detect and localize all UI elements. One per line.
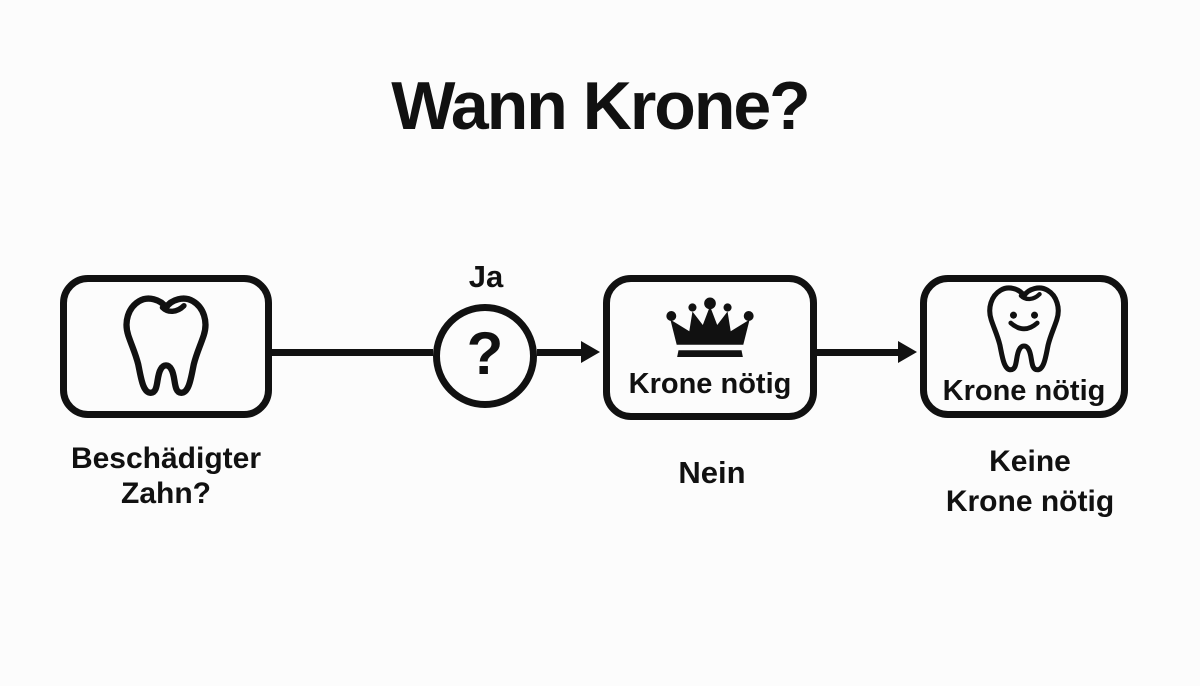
result-node-label: Krone nötig: [942, 375, 1106, 407]
yes-label: Ja: [468, 259, 504, 294]
page-title: Wann Krone?: [391, 68, 810, 144]
edge-crown-to-result: [817, 349, 901, 356]
happy-tooth-icon: [985, 284, 1063, 376]
result-node-caption: Keine Krone nötig: [880, 442, 1180, 522]
crown-icon: [665, 297, 755, 362]
edge-decision-to-crown: [537, 349, 584, 356]
start-caption-line1: Beschädigter: [70, 442, 262, 475]
no-label: Nein: [678, 455, 746, 490]
result-caption-line1: Keine: [989, 445, 1071, 478]
arrow-right-icon: [581, 341, 600, 363]
edge-start-to-decision: [272, 349, 433, 356]
decision-node-circle: ?: [433, 304, 537, 408]
start-node-caption: Beschädigter Zahn?: [16, 441, 316, 511]
result-caption-line2: Krone nötig: [945, 485, 1115, 518]
crown-node-label: Krone nötig: [628, 368, 792, 400]
start-node-box: [60, 275, 272, 418]
arrow-right-icon: [898, 341, 917, 363]
start-caption-line2: Zahn?: [121, 477, 211, 510]
question-mark: ?: [466, 320, 504, 387]
crown-node-box: Krone nötig: [603, 275, 817, 420]
tooth-icon: [121, 294, 211, 400]
result-node-box: Krone nötig: [920, 275, 1128, 418]
